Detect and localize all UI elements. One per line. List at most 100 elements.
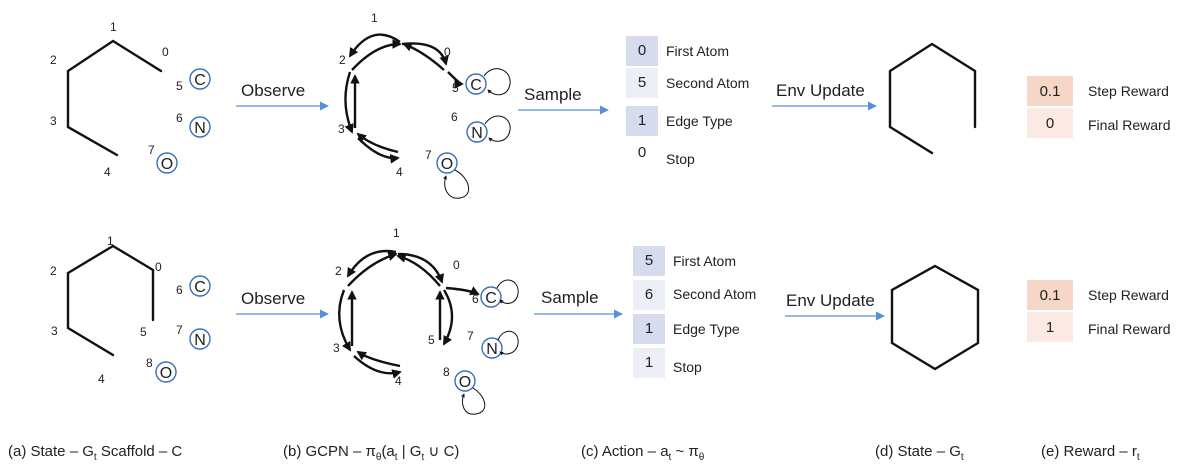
atom-number: 4 — [396, 165, 403, 179]
action-value: 0 — [638, 144, 646, 161]
atom-number: 2 — [50, 264, 57, 278]
atom-circle — [466, 121, 488, 143]
row2-gcpn-graph: 1 0 2 3 5 4 6 C 7 N 8 O — [333, 226, 519, 415]
atom-number: 6 — [176, 283, 183, 297]
sample-label: Sample — [524, 85, 582, 104]
reward-label: Step Reward — [1088, 83, 1169, 99]
caption-state-scaffold: (a) State – Gt Scaffold – C — [8, 443, 182, 463]
atom-symbol: O — [441, 156, 453, 173]
atom-symbol: C — [485, 290, 497, 307]
reward-cell — [1027, 312, 1073, 342]
atom-symbol: N — [486, 341, 498, 358]
reward-label: Step Reward — [1088, 287, 1169, 303]
env-update-label: Env Update — [776, 81, 865, 100]
action-cell — [626, 36, 658, 66]
reward-label: Final Reward — [1088, 117, 1170, 133]
row1-state-graph: 1 0 2 3 4 — [50, 20, 169, 179]
atom-number: 5 — [140, 325, 147, 339]
row1-updated-molecule — [888, 42, 977, 155]
atom-number: 8 — [443, 365, 450, 379]
row2-state-graph: 1 0 2 3 5 4 — [50, 234, 162, 386]
atom-number: 7 — [425, 148, 432, 162]
atom-number: 1 — [107, 234, 114, 248]
row2-action-table: 5 First Atom 6 Second Atom 1 Edge Type 1… — [633, 246, 756, 378]
atom-symbol: O — [160, 365, 172, 382]
row2-reward-table: 0.1 Step Reward 1 Final Reward — [1027, 280, 1170, 342]
action-value: 1 — [638, 112, 646, 129]
atom-circle — [189, 275, 211, 297]
action-label: Stop — [666, 151, 695, 167]
atom-symbol: O — [459, 374, 471, 391]
atom-number: 2 — [339, 53, 346, 67]
atom-number: 1 — [393, 226, 400, 240]
reward-cell — [1027, 280, 1073, 310]
atom-number: 7 — [176, 323, 183, 337]
atom-number: 0 — [453, 258, 460, 272]
action-label: Second Atom — [666, 75, 749, 91]
action-label: Edge Type — [666, 113, 733, 129]
atom-symbol: C — [194, 279, 206, 296]
reward-value: 0.1 — [1040, 287, 1061, 304]
row1-state-chain — [66, 39, 163, 157]
atom-symbol: C — [194, 72, 206, 89]
atom-number: 3 — [51, 324, 58, 338]
atom-circle — [480, 286, 502, 308]
atom-number: 5 — [428, 333, 435, 347]
action-label: Stop — [673, 359, 702, 375]
atom-circle — [436, 152, 458, 174]
atom-number: 7 — [148, 143, 155, 157]
atom-number: 0 — [162, 45, 169, 59]
action-cell — [633, 348, 665, 378]
reward-value: 1 — [1046, 319, 1054, 336]
action-label: Second Atom — [673, 286, 756, 302]
atom-circle — [454, 370, 476, 392]
action-cell — [633, 314, 665, 344]
atom-number: 6 — [176, 111, 183, 125]
atom-number: 6 — [451, 110, 458, 124]
action-cell — [626, 68, 658, 98]
atom-number: 4 — [104, 165, 111, 179]
atom-number: 5 — [452, 81, 459, 95]
action-value: 1 — [645, 320, 653, 337]
atom-number: 8 — [146, 356, 153, 370]
caption-action: (c) Action – at ~ πθ — [581, 443, 705, 463]
reward-value: 0 — [1046, 115, 1054, 132]
reward-value: 0.1 — [1040, 83, 1061, 100]
atom-circle — [481, 337, 503, 359]
atom-circle — [189, 68, 211, 90]
atom-circle — [465, 73, 487, 95]
observe-label: Observe — [241, 289, 305, 308]
atom-number: 7 — [467, 329, 474, 343]
atom-symbol: C — [470, 77, 482, 94]
atom-number: 2 — [50, 53, 57, 67]
action-value: 5 — [645, 252, 653, 269]
atom-circle — [189, 328, 211, 350]
atom-symbol: N — [471, 125, 483, 142]
atom-symbol: O — [161, 156, 173, 173]
action-value: 6 — [645, 286, 653, 303]
atom-number: 1 — [110, 20, 117, 34]
row1-scaffold: 5 C 6 N 7 O — [148, 68, 211, 174]
action-cell — [633, 246, 665, 276]
atom-number: 6 — [472, 292, 479, 306]
atom-number: 4 — [395, 374, 402, 388]
observe-label: Observe — [241, 81, 305, 100]
row1-action-table: 0 First Atom 5 Second Atom 1 Edge Type 0… — [626, 36, 749, 167]
atom-symbol: N — [194, 332, 206, 349]
atom-number: 1 — [371, 11, 378, 25]
action-value: 0 — [638, 42, 646, 59]
atom-number: 3 — [333, 341, 340, 355]
caption-gcpn: (b) GCPN – πθ(at | Gt ∪ C) — [283, 443, 459, 463]
atom-number: 4 — [98, 372, 105, 386]
atom-number: 5 — [176, 79, 183, 93]
row2-scaffold: 6 C 7 N 8 O — [146, 275, 211, 383]
action-label: First Atom — [666, 43, 729, 59]
action-value: 1 — [645, 354, 653, 371]
reward-cell — [1027, 76, 1073, 106]
caption-updated-state: (d) State – Gt — [875, 443, 964, 463]
atom-number: 0 — [444, 45, 451, 59]
row1-reward-table: 0.1 Step Reward 0 Final Reward — [1027, 76, 1170, 138]
row2-updated-molecule — [890, 264, 980, 371]
atom-circle — [156, 152, 178, 174]
atom-number: 3 — [338, 122, 345, 136]
